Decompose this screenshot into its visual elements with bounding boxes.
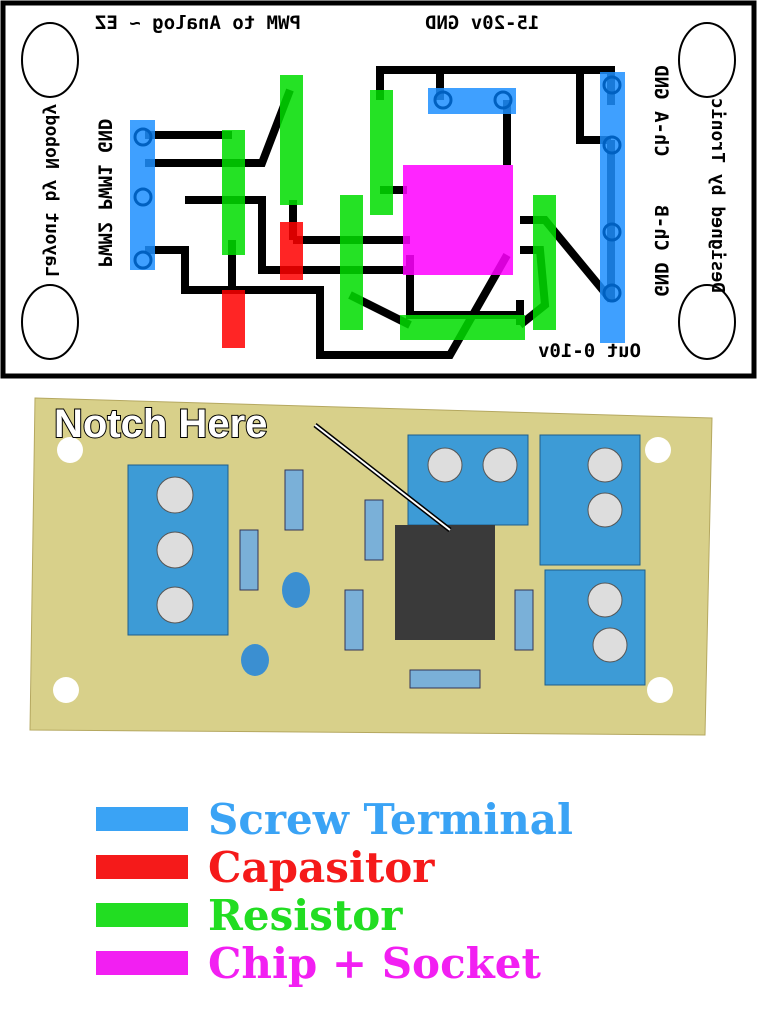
- pcb-layout-diagram: PWM to Analog ~ EZ 15-20v GND Layout by …: [0, 0, 757, 380]
- author-label: Layout by Nobody: [41, 103, 63, 278]
- legend: Screw Terminal Capasitor Resistor Chip +…: [96, 795, 573, 988]
- legend-item-chip-socket: Chip + Socket: [96, 939, 573, 988]
- power-label: 15-20v GND: [425, 12, 540, 34]
- legend-item-resistor: Resistor: [96, 891, 573, 940]
- ic-chip: [395, 525, 495, 640]
- designer-label: Designed by Tronic: [707, 97, 729, 294]
- legend-item-screw-terminal: Screw Terminal: [96, 795, 573, 844]
- output-label: Out 0-10v: [538, 340, 641, 362]
- ch-a-label: Ch-A GND: [649, 65, 672, 157]
- pcb-traces: [0, 0, 757, 379]
- input-label: PWM2 PWM1 GND: [93, 118, 116, 268]
- notch-annotation: Notch Here: [53, 401, 268, 447]
- board-title: PWM to Analog ~ EZ: [95, 12, 301, 34]
- assembled-board-photo: [0, 390, 757, 760]
- ch-b-label: GND Ch-B: [649, 205, 672, 297]
- legend-item-capacitor: Capasitor: [96, 843, 573, 892]
